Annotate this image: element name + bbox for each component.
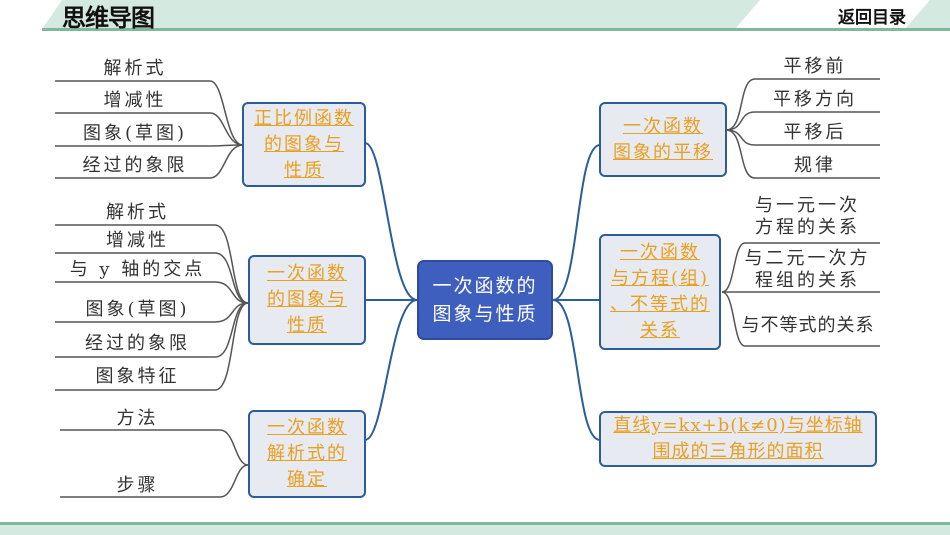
branch-line: 性质 — [287, 315, 327, 336]
leaf-item: 平移方向 — [773, 89, 857, 110]
header-band — [0, 0, 950, 29]
leaf-item: 与不等式的关系 — [741, 315, 875, 336]
footer-divider — [0, 522, 950, 525]
connector-center-left-3 — [364, 299, 418, 441]
branch-graph-translation[interactable]: 一次函数 图象的平移 — [599, 102, 727, 177]
branch-line: 的图象与 — [264, 133, 344, 155]
leaf-item: 图象特征 — [95, 366, 180, 387]
leaf-item: 与一元一次 方程的关系 — [755, 195, 860, 238]
header-divider — [42, 28, 950, 31]
branch-line: 图象的平移 — [613, 141, 713, 163]
leaf-item: 平移后 — [783, 122, 847, 143]
branch-determine-expression[interactable]: 一次函数 解析式的 确定 — [248, 410, 366, 498]
branch-line: 性质 — [284, 159, 324, 181]
leaf-item: 解析式 — [106, 202, 169, 223]
leaf-item: 图象(草图) — [82, 123, 188, 144]
branch-linear-graph-properties[interactable]: 一次函数 的图象与 性质 — [248, 255, 366, 345]
branch-line: 一次函数 — [620, 242, 700, 263]
branch-line: 围成的三角形的面积 — [652, 441, 824, 462]
branch-triangle-area[interactable]: 直线y=kx+b(k≠0)与坐标轴 围成的三角形的面积 — [599, 411, 877, 467]
leaf-item: 解析式 — [103, 58, 167, 79]
leaf-item: 增减性 — [103, 90, 167, 111]
leaf-item: 与 y 轴的交点 — [69, 259, 206, 280]
connector-center-right-1 — [552, 144, 601, 301]
branch-line: 解析式的 — [267, 443, 347, 464]
leaf-item: 方法 — [116, 408, 159, 429]
branch-line: 确定 — [287, 469, 327, 490]
footer-band — [0, 525, 950, 535]
connector-center-right-3 — [552, 299, 601, 441]
leaf-item: 规律 — [794, 155, 836, 176]
branch-line: 关系 — [640, 320, 680, 341]
center-node[interactable]: 一次函数的 图象与性质 — [417, 260, 553, 340]
branch-line: 一次函数 — [623, 115, 703, 137]
back-to-contents-button[interactable]: 返回目录 — [838, 8, 906, 28]
leaf-item: 步骤 — [116, 475, 159, 496]
leaf-item: 经过的象限 — [85, 333, 190, 354]
branch-equations-inequalities[interactable]: 一次函数 与方程(组) 、不等式的 关系 — [599, 234, 721, 350]
leaf-item: 增减性 — [106, 230, 169, 251]
branch-direct-proportion[interactable]: 正比例函数 的图象与 性质 — [242, 102, 366, 187]
center-node-line: 一次函数的 — [432, 275, 538, 297]
leaf-item: 图象(草图) — [85, 299, 190, 320]
page-title: 思维导图 — [62, 4, 155, 32]
connector-center-left-1 — [364, 142, 418, 301]
branch-line: 正比例函数 — [254, 107, 354, 129]
leaf-item: 平移前 — [783, 56, 847, 77]
branch-line: 的图象与 — [267, 289, 347, 310]
branch-line: 、不等式的 — [610, 294, 710, 315]
branch-line: 直线y=kx+b(k≠0)与坐标轴 — [613, 415, 863, 436]
center-node-line: 图象与性质 — [432, 303, 538, 325]
leaf-item: 与二元一次方 程组的关系 — [744, 248, 871, 291]
branch-line: 一次函数 — [267, 417, 347, 438]
branch-line: 与方程(组) — [610, 268, 710, 289]
branch-line: 一次函数 — [267, 263, 347, 284]
leaf-item: 经过的象限 — [82, 155, 188, 176]
